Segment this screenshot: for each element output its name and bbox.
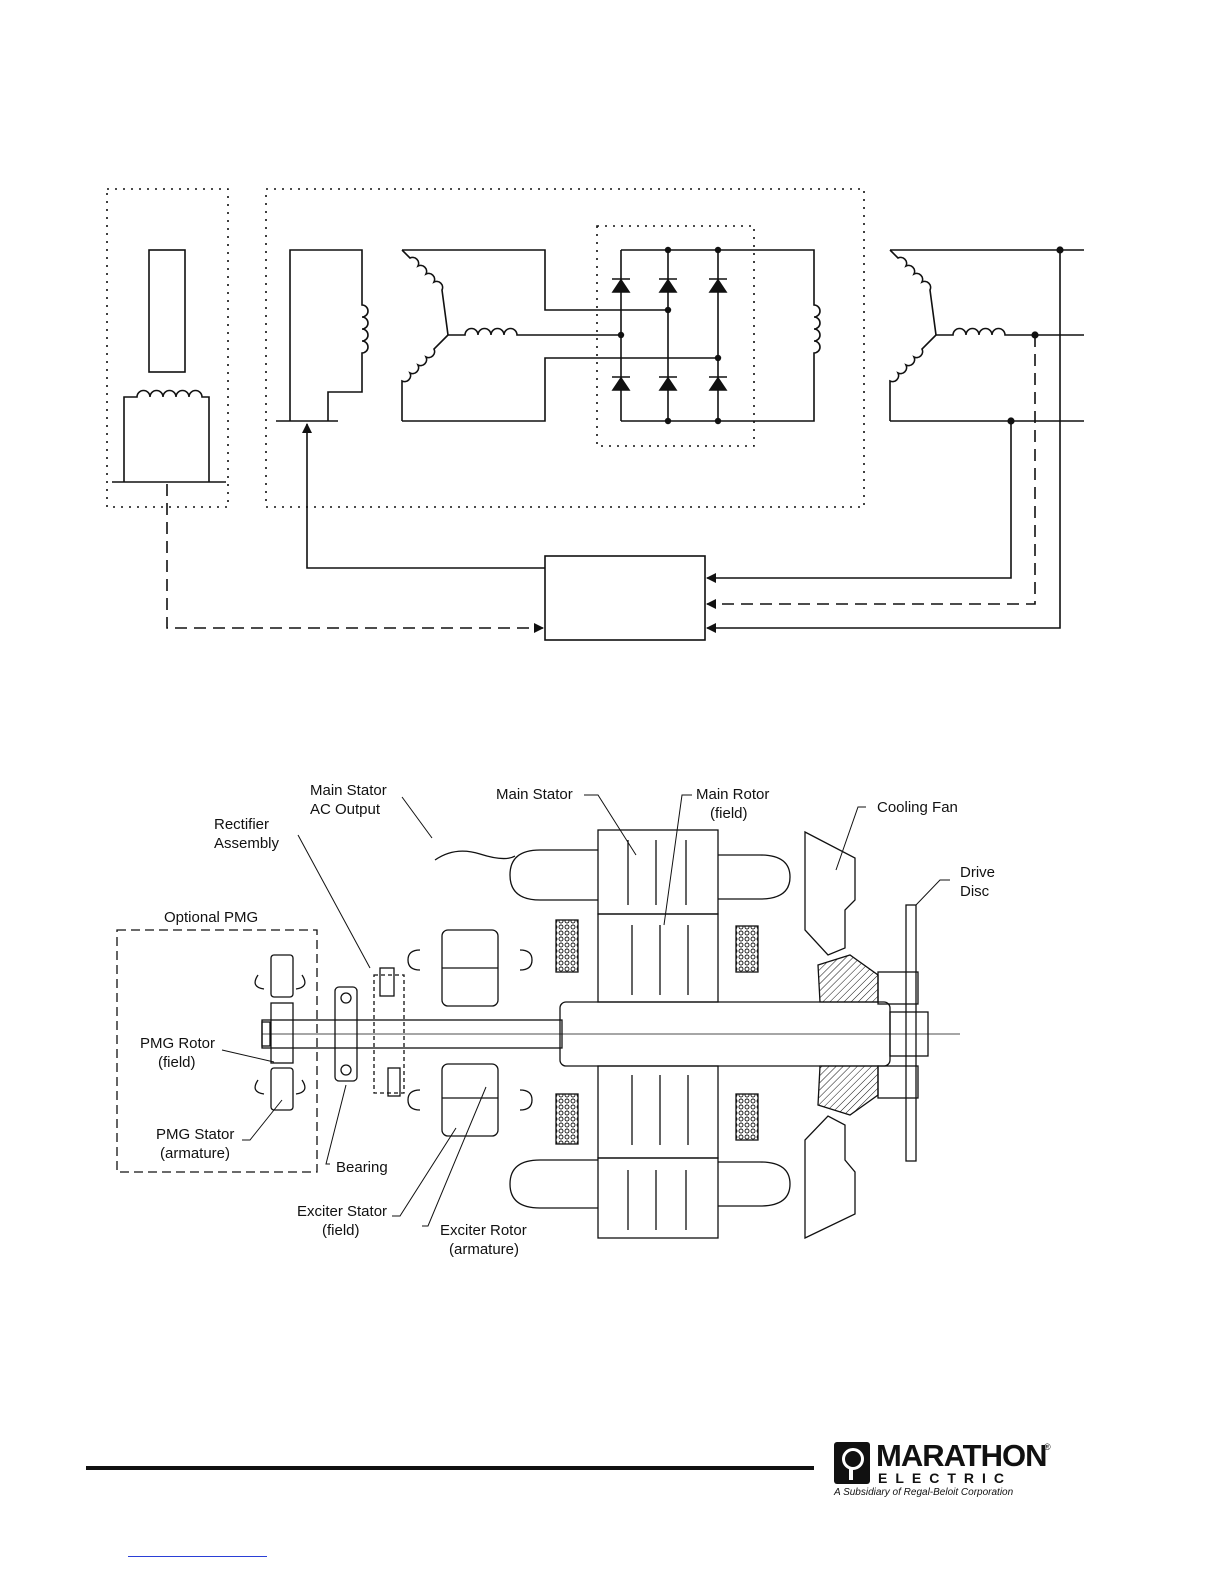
logo-word-electric: ELECTRIC bbox=[878, 1471, 1012, 1485]
drive-disc-label: Drive bbox=[960, 864, 995, 881]
bearing-label: Bearing bbox=[336, 1159, 388, 1176]
exciter-stator-label: Exciter Stator bbox=[297, 1203, 387, 1220]
exciter-rotor-label-2: (armature) bbox=[449, 1241, 519, 1258]
leader-lines bbox=[222, 795, 950, 1226]
drive-disc bbox=[878, 905, 918, 1161]
main-rotor-label: Main Rotor bbox=[696, 786, 769, 803]
cooling-fan-label: Cooling Fan bbox=[877, 799, 958, 816]
pmg-rotor-label: PMG Rotor bbox=[140, 1035, 215, 1052]
logo-word-marathon: MARATHON bbox=[876, 1440, 1047, 1472]
drive-disc-label-2: Disc bbox=[960, 883, 990, 900]
main-stator-ac-output-label-2: AC Output bbox=[310, 801, 381, 818]
logo-registered: ® bbox=[1044, 1442, 1051, 1452]
main-stator-label: Main Stator bbox=[496, 786, 573, 803]
main-rotor-label-2: (field) bbox=[710, 805, 748, 822]
exciter-assembly bbox=[408, 930, 532, 1136]
rectifier-assembly bbox=[374, 968, 404, 1096]
pmg-rotor-label-2: (field) bbox=[158, 1054, 196, 1071]
logo-mark-icon bbox=[834, 1442, 870, 1484]
pmg-stator-label-2: (armature) bbox=[160, 1145, 230, 1162]
cooling-fan bbox=[805, 832, 878, 1238]
link-underline[interactable] bbox=[128, 1556, 267, 1557]
rectifier-assembly-label-2: Assembly bbox=[214, 835, 280, 852]
exciter-stator-label-2: (field) bbox=[322, 1222, 360, 1239]
main-rotor bbox=[598, 840, 718, 1230]
footer-rule bbox=[86, 1466, 814, 1470]
main-stator-ac-output-label: Main Stator bbox=[310, 782, 387, 799]
rectifier-assembly-label: Rectifier bbox=[214, 816, 269, 833]
marathon-electric-logo: MARATHON ® ELECTRIC A Subsidiary of Rega… bbox=[834, 1440, 1054, 1502]
pmg-assembly bbox=[255, 955, 305, 1110]
optional-pmg-label: Optional PMG bbox=[164, 909, 258, 926]
pmg-stator-label: PMG Stator bbox=[156, 1126, 234, 1143]
generator-cutaway: Main Stator AC Output Rectifier Assembly… bbox=[0, 0, 1224, 1300]
shaft bbox=[262, 1002, 960, 1066]
logo-subtitle: A Subsidiary of Regal-Beloit Corporation bbox=[834, 1487, 1013, 1499]
exciter-rotor-label: Exciter Rotor bbox=[440, 1222, 527, 1239]
